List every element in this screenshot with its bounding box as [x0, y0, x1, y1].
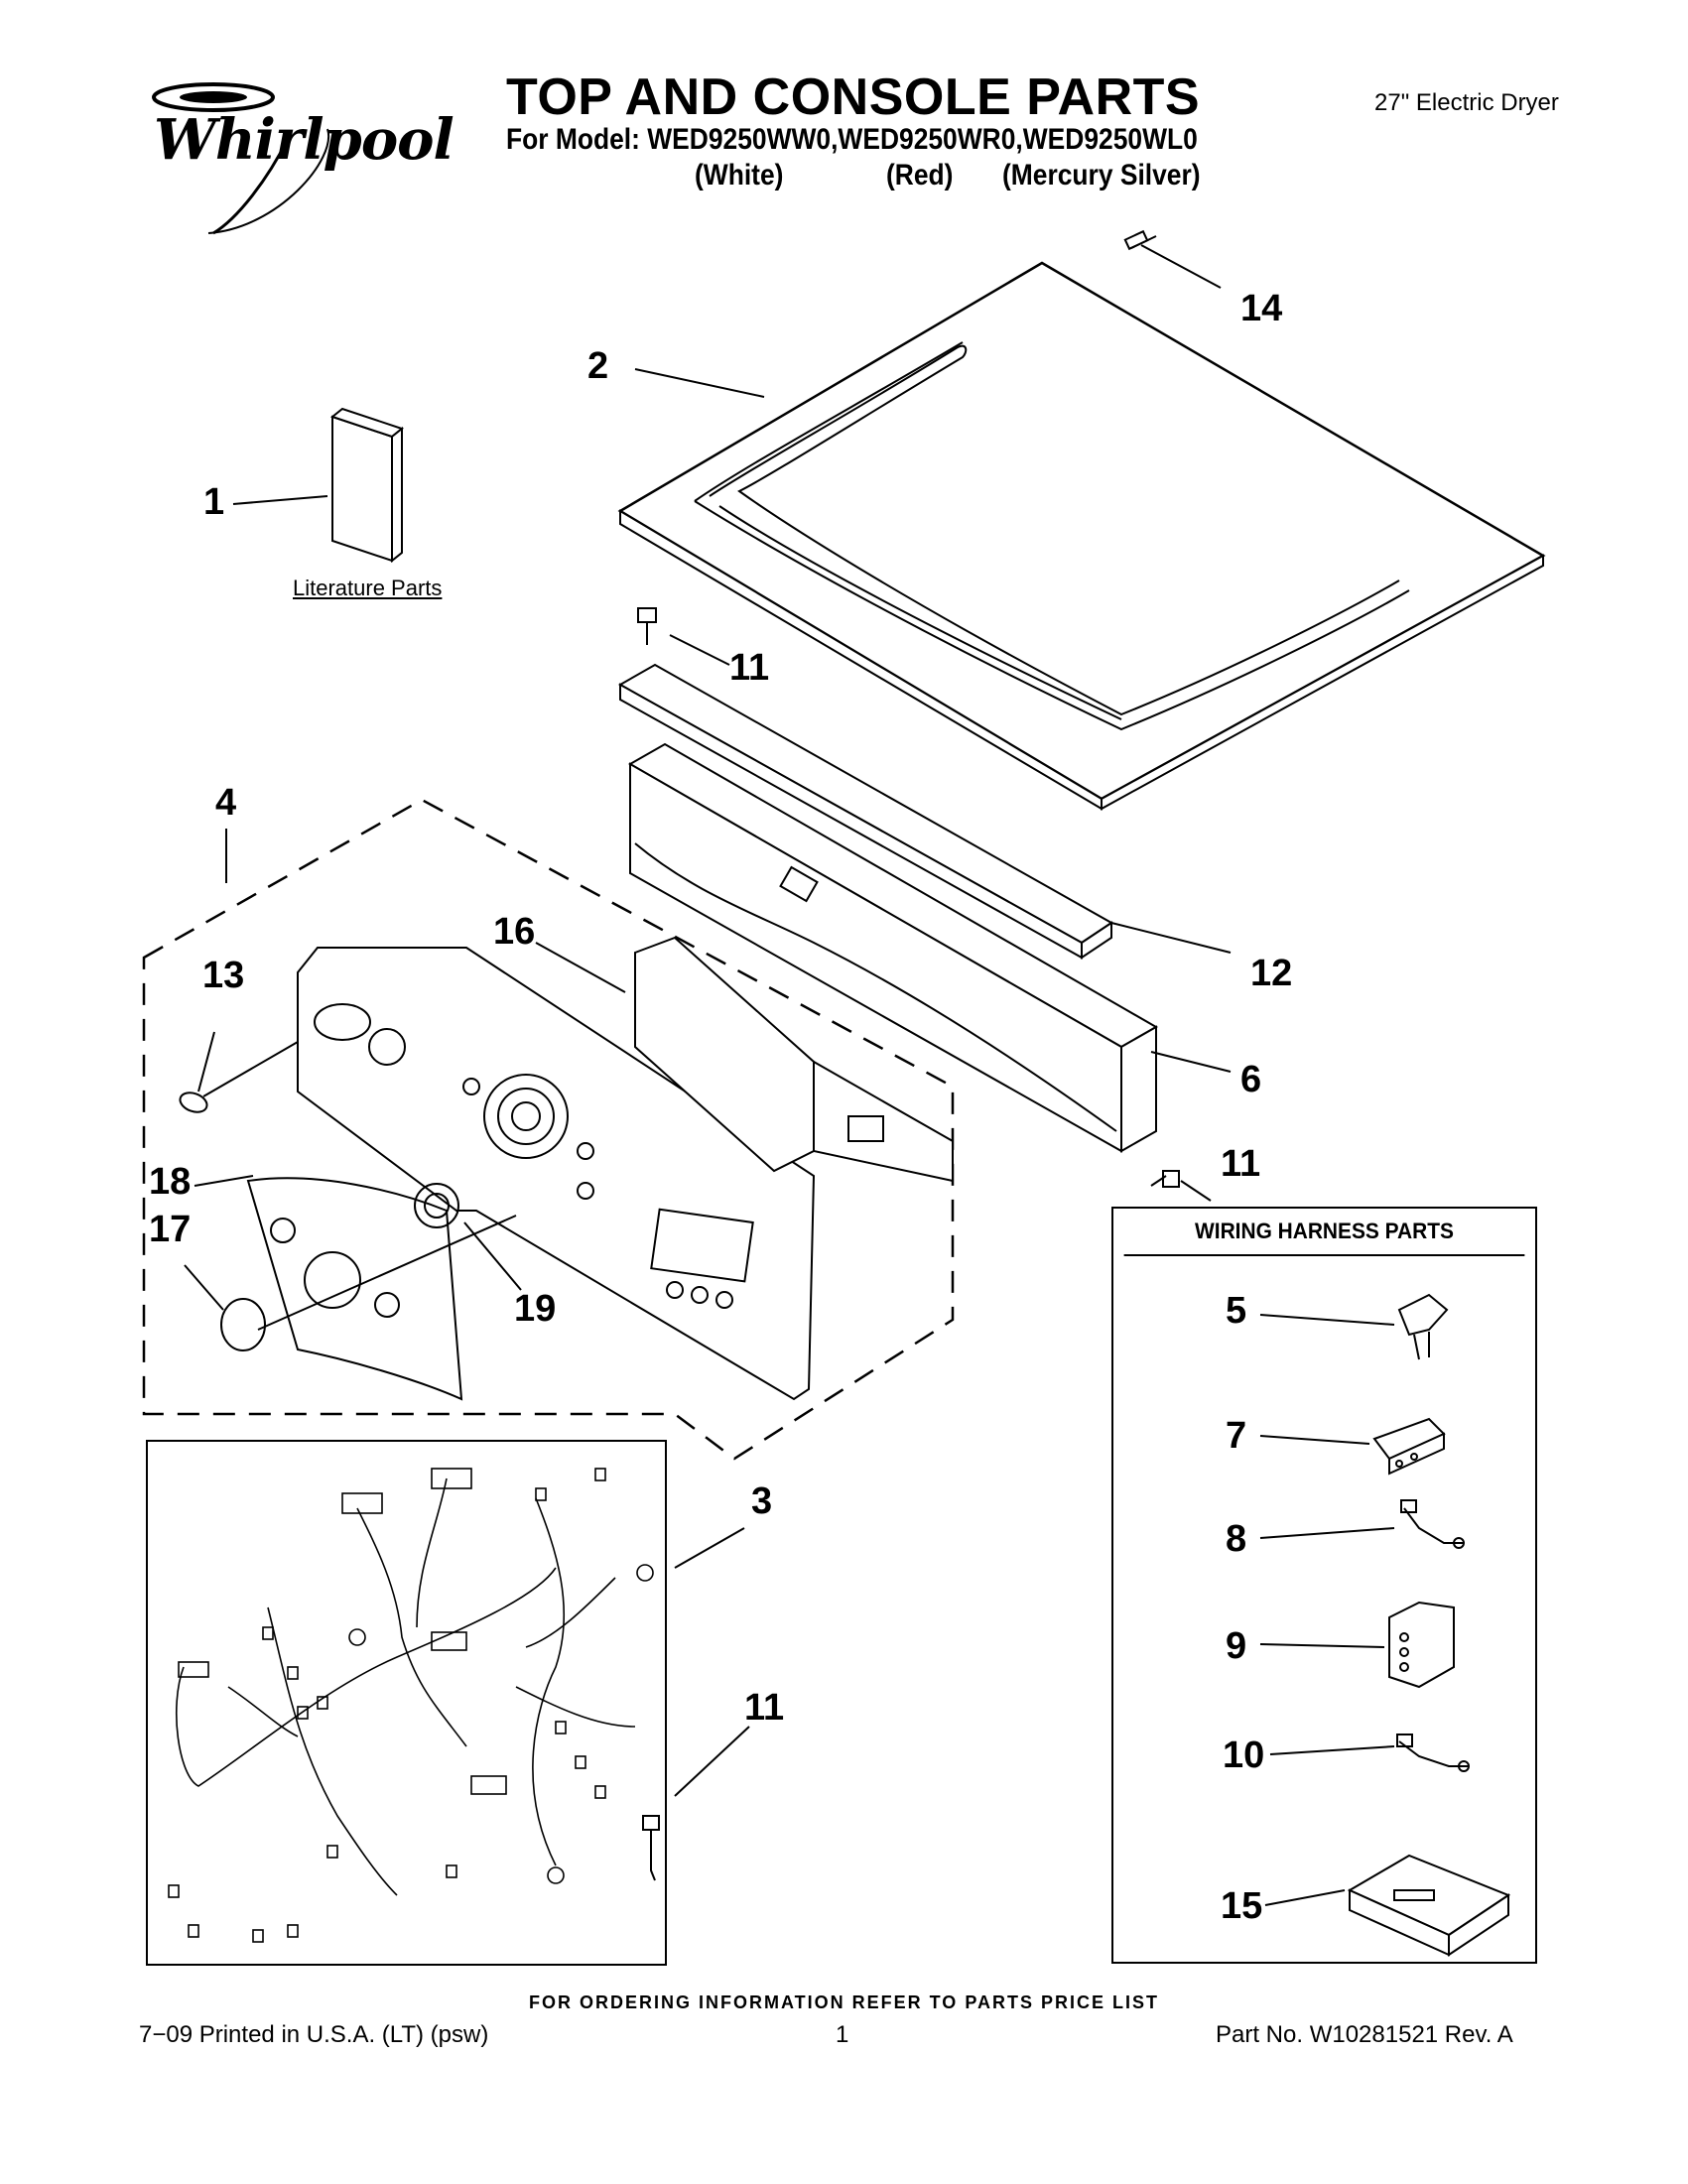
- callout-12: 12: [1250, 953, 1293, 994]
- callout-11-right: 11: [1221, 1143, 1261, 1185]
- callout-7: 7: [1226, 1415, 1247, 1457]
- print-info: 7−09 Printed in U.S.A. (LT) (psw): [139, 2021, 489, 2048]
- literature-parts-label: Literature Parts: [293, 576, 443, 600]
- callout-4: 4: [215, 782, 237, 824]
- console-support-icon: [627, 742, 1159, 1153]
- color-mercury-silver: (Mercury Silver): [1002, 159, 1201, 192]
- callout-11-bottom: 11: [744, 1687, 785, 1729]
- product-type: 27" Electric Dryer: [1374, 89, 1559, 116]
- page-title: TOP AND CONSOLE PARTS: [506, 68, 1201, 126]
- model-line: For Model: WED9250WW0,WED9250WR0,WED9250…: [506, 123, 1198, 156]
- harness-retainer-icon: [1347, 1854, 1511, 1957]
- brand-name: Whirlpool: [154, 107, 454, 173]
- screw-icon: [1150, 1170, 1180, 1188]
- callout-1: 1: [203, 481, 225, 523]
- callout-3: 3: [751, 1480, 773, 1522]
- callout-15: 15: [1221, 1885, 1263, 1927]
- terminal-icon: [1400, 1499, 1465, 1549]
- callout-2: 2: [587, 345, 609, 387]
- wiring-harness-title: WIRING HARNESS PARTS: [1123, 1209, 1525, 1256]
- callout-13: 13: [202, 955, 245, 996]
- whirlpool-logo: Whirlpool: [119, 69, 454, 238]
- callout-10: 10: [1223, 1734, 1265, 1776]
- page-number: 1: [836, 2021, 849, 2048]
- callout-11-top: 11: [729, 647, 770, 689]
- screw-icon: [637, 607, 657, 645]
- color-white: (White): [695, 159, 784, 192]
- console-panel-icon: [297, 947, 816, 1401]
- whirlpool-swirl-icon: [152, 82, 330, 235]
- screw-icon: [1123, 229, 1157, 251]
- screw-icon: [642, 1815, 660, 1881]
- callout-8: 8: [1226, 1518, 1247, 1560]
- control-board-icon: [634, 936, 954, 1183]
- wiring-harness-icon: [168, 1468, 654, 1943]
- trim-panel-icon: [246, 1177, 463, 1401]
- top-panel-icon: [617, 261, 1546, 811]
- color-red: (Red): [886, 159, 954, 192]
- callout-18: 18: [149, 1161, 192, 1203]
- badge-icon: [179, 1092, 208, 1113]
- terminal-icon: [1396, 1734, 1470, 1772]
- part-number: Part No. W10281521 Rev. A: [1216, 2021, 1513, 2048]
- callout-19: 19: [514, 1288, 557, 1330]
- literature-booklet-icon: [329, 407, 405, 564]
- clip-icon: [1397, 1293, 1449, 1360]
- ordering-note: FOR ORDERING INFORMATION REFER TO PARTS …: [528, 1992, 1159, 2012]
- callout-5: 5: [1226, 1290, 1247, 1332]
- encoder-icon: [414, 1183, 459, 1228]
- connector-icon: [1372, 1417, 1446, 1476]
- callout-16: 16: [493, 911, 536, 953]
- wiring-harness-parts-box: WIRING HARNESS PARTS 5 7 8 9 10 15: [1111, 1207, 1537, 1964]
- callout-14: 14: [1240, 288, 1283, 329]
- callout-17: 17: [149, 1209, 192, 1250]
- knob-icon: [220, 1298, 266, 1351]
- callout-6: 6: [1240, 1059, 1262, 1100]
- connector-housing-icon: [1388, 1601, 1455, 1689]
- callout-9: 9: [1226, 1625, 1247, 1667]
